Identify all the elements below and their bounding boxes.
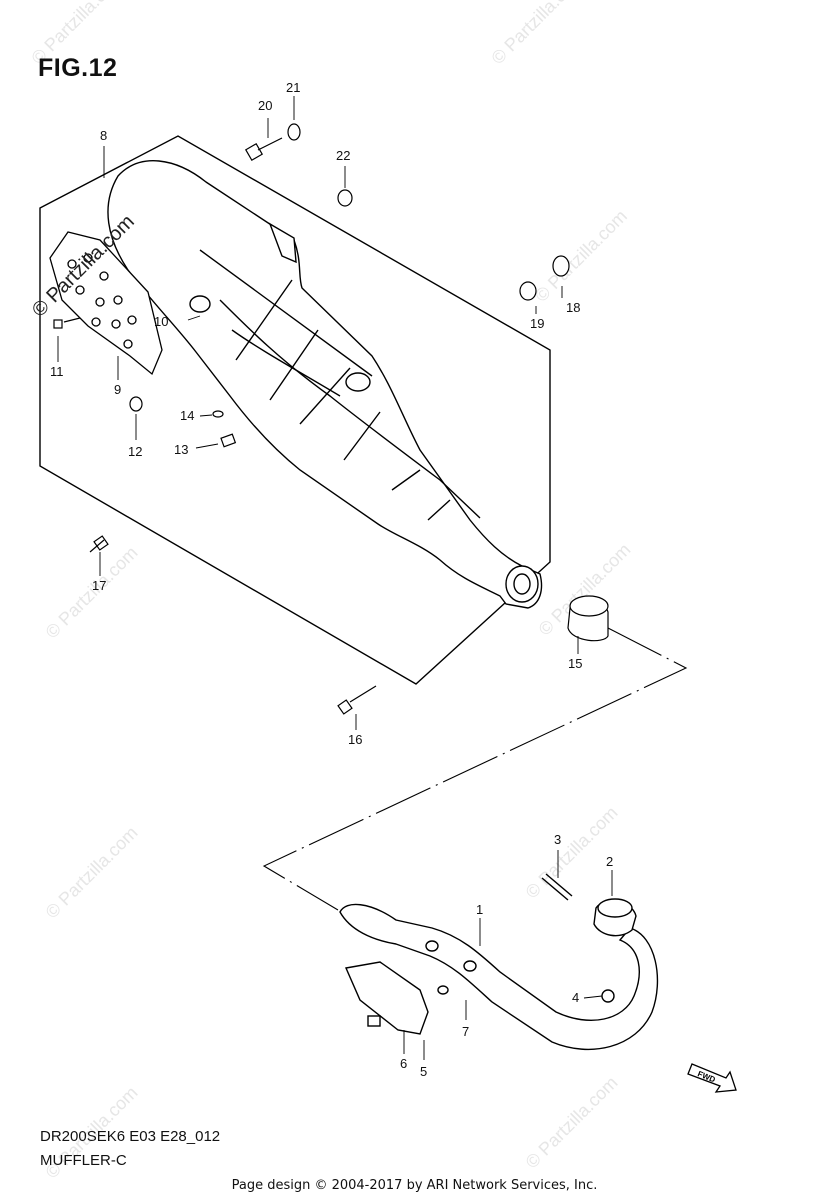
callout-10: 10 [154,314,168,329]
callout-1: 1 [476,902,483,917]
diagram-name: MUFFLER-C [40,1152,127,1169]
callout-21: 21 [286,80,300,95]
figure-title: FIG.12 [38,54,118,82]
callout-8: 8 [100,128,107,143]
exhaust-pipe [339,873,659,1051]
watermark-faint: © Partzilla.com [522,1072,622,1172]
callout-13: 13 [174,442,188,457]
hardware-parts [53,123,609,715]
callout-15: 15 [568,656,582,671]
watermark-faint: © Partzilla.com [531,206,631,306]
callout-17: 17 [92,578,106,593]
heat-shield [49,231,163,376]
callout-7: 7 [462,1024,469,1039]
callout-12: 12 [128,444,142,459]
callout-4: 4 [572,990,579,1005]
watermark-faint: © Partzilla.com [42,822,142,922]
callout-9: 9 [114,382,121,397]
leader-lines [57,96,613,1060]
footer-copyright: Page design © 2004-2017 by ARI Network S… [231,1178,598,1193]
assembly-outline [39,135,551,685]
callout-18: 18 [566,300,580,315]
fwd-label: FWD [696,1069,716,1084]
connector-line [262,627,688,911]
callout-19: 19 [530,316,544,331]
callout-14: 14 [180,408,194,423]
callout-5: 5 [420,1064,427,1079]
callout-22: 22 [336,148,350,163]
callout-11: 11 [50,364,64,379]
callout-20: 20 [258,98,272,113]
watermark-faint: © Partzilla.com [522,802,622,902]
callout-16: 16 [348,732,362,747]
model-code: DR200SEK6 E03 E28_012 [40,1128,221,1145]
muffler-body [107,160,543,609]
watermark-faint: © Partzilla.com [487,0,587,68]
callout-2: 2 [606,854,613,869]
callout-6: 6 [400,1056,407,1071]
fwd-arrow-icon: FWD [687,1063,737,1093]
callout-labels: 1 2 3 4 5 6 7 8 9 10 11 12 13 14 15 16 1… [50,80,613,1079]
callout-3: 3 [554,832,561,847]
